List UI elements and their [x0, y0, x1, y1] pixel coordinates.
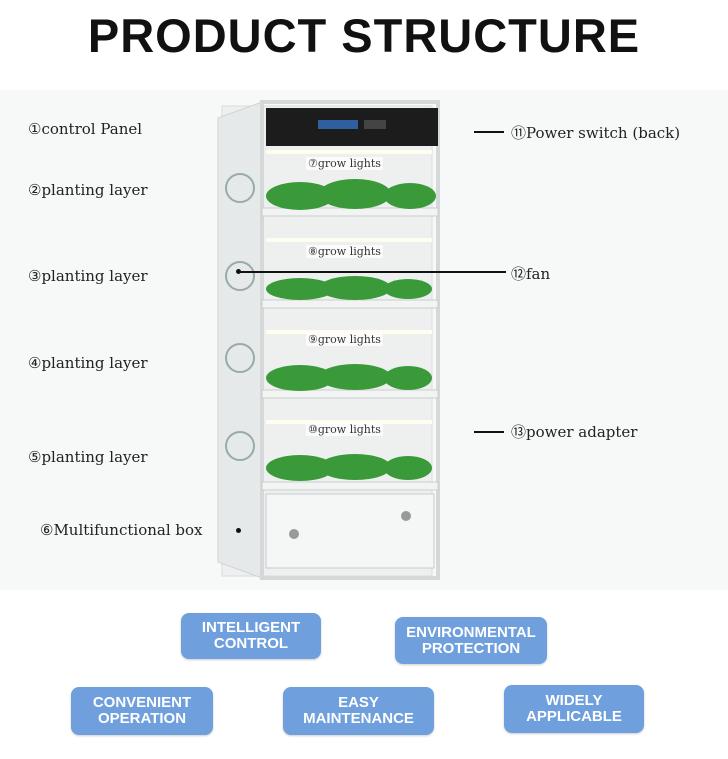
leader-line-power-adapter: [474, 431, 504, 433]
badge-widely-applicable: WIDELY APPLICABLE: [504, 685, 644, 733]
page-title: PRODUCT STRUCTURE: [87, 9, 641, 62]
label-multifunctional-box: ⑥Multifunctional box: [40, 521, 203, 539]
label-fan: ⑫fan: [511, 265, 551, 283]
label-planting-layer-5: ⑤planting layer: [28, 448, 148, 466]
label-power-adapter: ⑬power adapter: [511, 423, 638, 441]
label-power-switch: ⑪Power switch (back): [511, 124, 681, 142]
badge-environmental-protection: ENVIRONMENTAL PROTECTION: [395, 617, 547, 664]
label-planting-layer-3: ③planting layer: [28, 267, 148, 285]
pointer-dot-box: [236, 528, 241, 533]
badge-convenient-operation: CONVENIENT OPERATION: [71, 687, 213, 735]
pointer-dot-fan: [236, 269, 241, 274]
label-control-panel: ①control Panel: [28, 120, 143, 138]
label-planting-layer-2: ②planting layer: [28, 181, 148, 199]
leader-line-power-switch: [474, 131, 504, 133]
cabinet-illustration: [217, 100, 440, 580]
label-grow-lights-8: ⑧grow lights: [306, 245, 383, 258]
label-grow-lights-7: ⑦grow lights: [306, 157, 383, 170]
leader-line-fan: [240, 271, 506, 273]
badge-intelligent-control: INTELLIGENT CONTROL: [181, 613, 321, 659]
label-grow-lights-10: ⑩grow lights: [306, 423, 383, 436]
badge-easy-maintenance: EASY MAINTENANCE: [283, 687, 434, 735]
label-planting-layer-4: ④planting layer: [28, 354, 148, 372]
product-diagram: ①control Panel ②planting layer ③planting…: [0, 90, 728, 590]
label-grow-lights-9: ⑨grow lights: [306, 333, 383, 346]
